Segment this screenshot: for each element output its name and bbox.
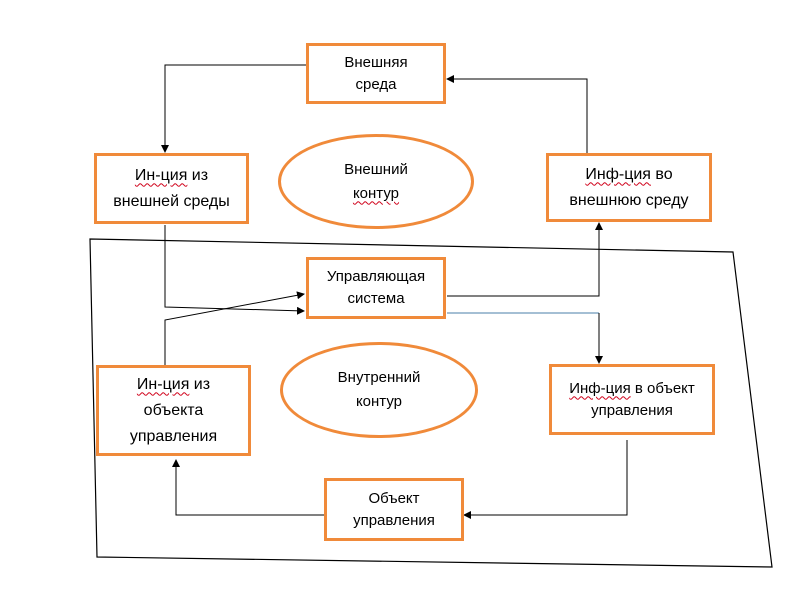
box-control-system: Управляющая система [306, 257, 446, 319]
box-control-object-line1: Объект [368, 489, 420, 507]
arrow-info-object-to-object [463, 440, 628, 519]
oval-outer-loop-line2: контур [352, 184, 400, 202]
oval-inner-loop-line1: Внутренний [337, 369, 421, 386]
box-info-from-object-line2: объекта [143, 401, 204, 419]
box-external-environment-line1: Внешняя [344, 53, 408, 71]
arrow-info-in-to-control [164, 225, 305, 315]
spellcheck-word: Ин-ция [136, 375, 190, 393]
arrow-info-out-to-env [446, 75, 588, 153]
box-info-from-object: Ин-ция из объекта управления [96, 365, 251, 456]
spellcheck-word: Инф-ция [569, 379, 631, 397]
box-info-to-object-line2: управления [591, 401, 673, 419]
arrow-control-to-info-out [447, 222, 603, 297]
box-info-to-environment: Инф-ция во внешнюю среду [546, 153, 712, 222]
box-info-to-environment-line1: Инф-ция во [585, 165, 673, 183]
box-info-from-object-line1: Ин-ция из [136, 375, 211, 393]
oval-outer-loop: Внешний контур [278, 134, 474, 229]
box-info-from-environment: Ин-ция из внешней среды [94, 153, 249, 224]
spellcheck-word: Ин-ция [134, 166, 188, 184]
box-info-from-environment-line1: Ин-ция из [134, 166, 209, 184]
oval-inner-loop-line2: контур [355, 393, 403, 410]
box-info-from-object-line3: управления [129, 427, 218, 445]
box-info-to-object: Инф-ция в объект управления [549, 364, 715, 435]
box-external-environment: Внешняя среда [306, 43, 446, 104]
oval-inner-loop: Внутренний контур [280, 342, 478, 438]
box-control-system-line2: система [347, 290, 405, 307]
box-control-system-line1: Управляющая [326, 268, 426, 285]
box-info-to-object-line1: Инф-ция в объект [569, 379, 695, 397]
arrow-object-to-object-info [172, 459, 324, 516]
inner-contour-boundary [89, 238, 773, 568]
box-control-object-line2: управления [353, 511, 435, 529]
spellcheck-word: Инф-ция [585, 165, 651, 183]
box-info-from-environment-line2: внешней среды [113, 192, 230, 210]
oval-outer-loop-line1: Внешний [344, 160, 408, 178]
box-control-object: Объект управления [324, 478, 464, 541]
box-info-to-environment-line2: внешнюю среду [569, 191, 689, 209]
arrow-object-info-to-control [164, 291, 305, 366]
arrow-env-to-info-in [161, 64, 306, 153]
box-external-environment-line2: среда [355, 75, 397, 93]
